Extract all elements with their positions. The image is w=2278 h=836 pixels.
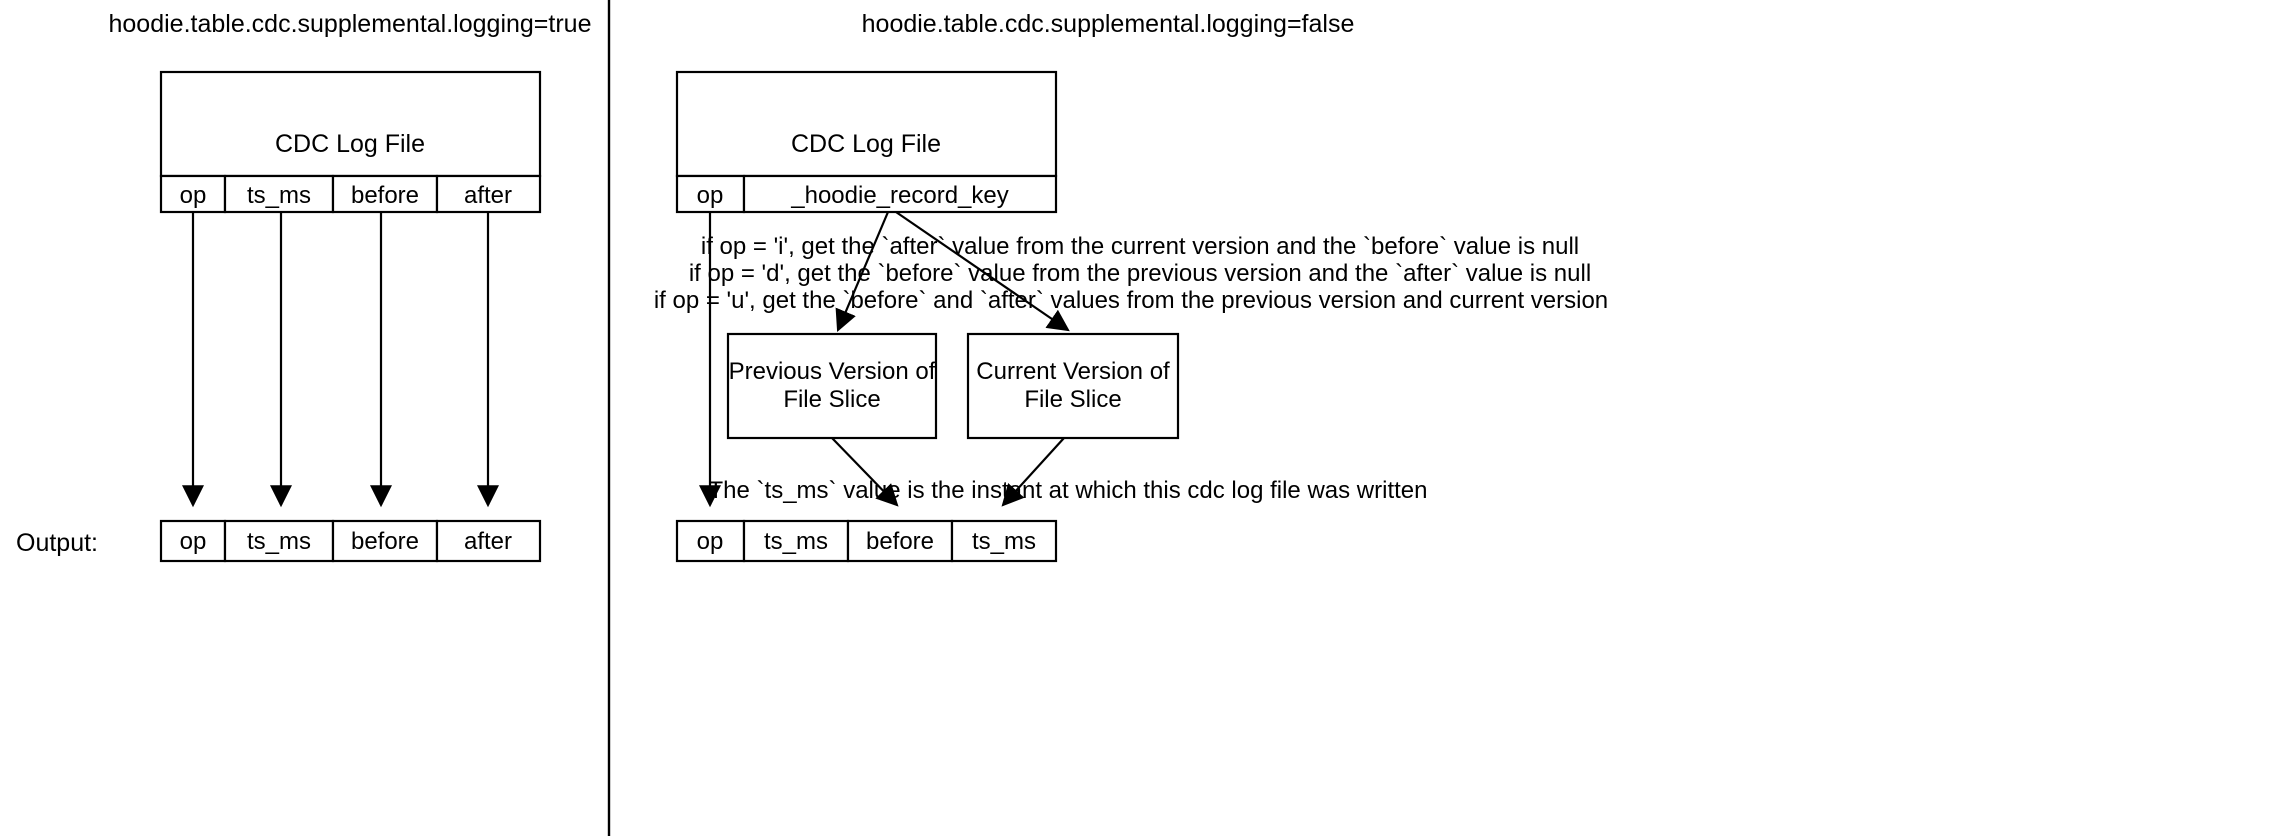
current-version-line2: File Slice: [1024, 386, 1121, 413]
note-line-insert: if op = 'i', get the `after` value from …: [701, 233, 1579, 260]
previous-version-box: [726, 332, 938, 440]
left-schema-label-ts-ms: ts_ms: [247, 182, 311, 209]
right-output-cell-ts-ms-1: [742, 519, 850, 563]
left-output-cell-before: [331, 519, 439, 563]
left-output-label-before: before: [351, 528, 419, 555]
left-schema-label-before: before: [351, 182, 419, 209]
right-arrow-to-current-version: [895, 211, 1070, 332]
left-output-label-op: op: [180, 528, 207, 555]
left-schema-cell-before: [331, 174, 439, 214]
right-output-cell-before: [846, 519, 954, 563]
left-output-label-after: after: [464, 528, 512, 555]
current-version-line1: Current Version of: [976, 358, 1170, 385]
left-panel-title: hoodie.table.cdc.supplemental.logging=tr…: [109, 10, 592, 38]
current-version-box: [966, 332, 1180, 440]
left-cdc-log-file-label: CDC Log File: [275, 130, 425, 158]
left-schema-cell-ts-ms: [223, 174, 335, 214]
note-line-update: if op = 'u', get the `before` and `after…: [654, 287, 1608, 314]
right-output-label-op: op: [697, 528, 724, 555]
right-output-label-ts-ms-2: ts_ms: [972, 528, 1036, 555]
left-schema-label-op: op: [180, 182, 207, 209]
left-output-cell-after: [435, 519, 542, 563]
right-cdc-log-file-label: CDC Log File: [791, 130, 941, 158]
right-cdc-log-file-box: [675, 70, 1058, 178]
right-schema-label-op: op: [697, 182, 724, 209]
right-output-label-before: before: [866, 528, 934, 555]
left-output-cell-op: [159, 519, 227, 563]
right-schema-cell-hoodie-record-key: [742, 174, 1058, 214]
right-output-cell-ts-ms-2: [950, 519, 1058, 563]
right-panel-title: hoodie.table.cdc.supplemental.logging=fa…: [862, 10, 1355, 38]
arrow-previous-version-to-output: [831, 437, 899, 507]
left-output-label-ts-ms: ts_ms: [247, 528, 311, 555]
left-cdc-log-file-box: [159, 70, 542, 178]
arrow-current-version-to-output: [1001, 437, 1065, 507]
right-schema-label-hoodie-record-key: _hoodie_record_key: [790, 182, 1009, 209]
right-output-label-ts-ms-1: ts_ms: [764, 528, 828, 555]
right-arrow-to-previous-version: [835, 211, 890, 333]
note-line-delete: if op = 'd', get the `before` value from…: [689, 260, 1591, 287]
footer-note: The `ts_ms` value is the instant at whic…: [709, 477, 1428, 504]
output-label: Output:: [16, 529, 98, 557]
previous-version-line1: Previous Version of: [729, 358, 936, 385]
previous-version-line2: File Slice: [783, 386, 880, 413]
left-schema-label-after: after: [464, 182, 512, 209]
